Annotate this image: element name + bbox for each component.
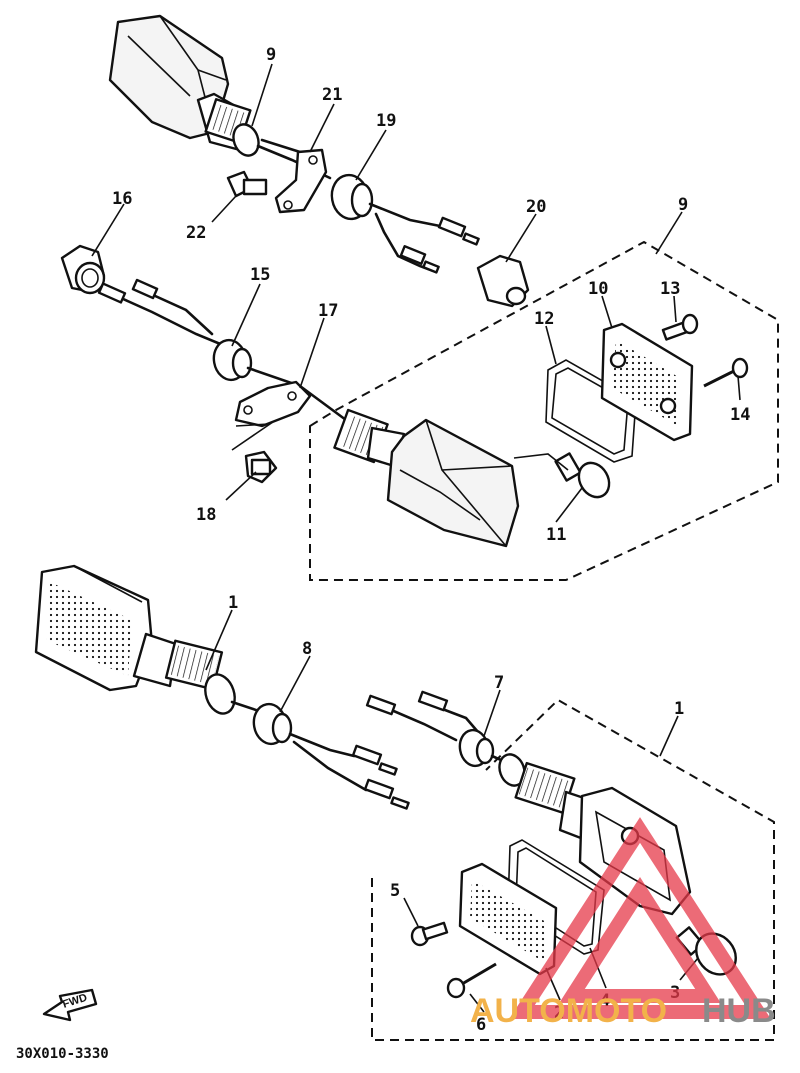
callout-numbers: 9 21 19 22 20 16 15 17 18 9 10 12 13 14 … bbox=[112, 45, 750, 1035]
lens-2 bbox=[458, 862, 558, 976]
callout-16: 16 bbox=[112, 189, 132, 209]
callout-9-upper: 9 bbox=[266, 45, 276, 65]
front-flasher-left-assembly bbox=[34, 564, 236, 715]
automotohub-watermark: AUTOMOTO HUB bbox=[470, 817, 776, 1030]
grommet-7 bbox=[458, 728, 495, 768]
bolt-22 bbox=[226, 170, 268, 198]
front-flasher-right-assembly bbox=[498, 753, 692, 916]
callout-8: 8 bbox=[302, 639, 312, 659]
diagram-code: 30X010-3330 bbox=[16, 1046, 109, 1062]
callout-1-left: 1 bbox=[228, 593, 238, 613]
callout-19: 19 bbox=[376, 111, 396, 131]
grommet-16 bbox=[60, 244, 106, 295]
callout-13: 13 bbox=[660, 279, 680, 299]
callout-5: 5 bbox=[390, 881, 400, 901]
leader-lines bbox=[91, 63, 741, 1013]
callout-20: 20 bbox=[526, 197, 546, 217]
callout-22: 22 bbox=[186, 223, 206, 243]
callout-6: 6 bbox=[476, 1015, 486, 1035]
callout-21: 21 bbox=[322, 85, 342, 105]
grommet-15 bbox=[212, 338, 253, 382]
callout-17: 17 bbox=[318, 301, 338, 321]
callout-7: 7 bbox=[494, 673, 504, 693]
rear-flasher-left-assembly bbox=[108, 14, 332, 180]
callout-1-right: 1 bbox=[674, 699, 684, 719]
flasher-stay-lower bbox=[231, 380, 312, 451]
grommet-20 bbox=[476, 254, 530, 308]
bulb-11 bbox=[554, 452, 611, 499]
grommet-8 bbox=[252, 702, 293, 746]
callout-12: 12 bbox=[534, 309, 554, 329]
fwd-arrow: FWD bbox=[42, 988, 98, 1022]
callout-15: 15 bbox=[250, 265, 270, 285]
rear-flasher-right-assembly bbox=[333, 408, 520, 548]
callout-18: 18 bbox=[196, 505, 216, 525]
callout-9-box: 9 bbox=[678, 195, 688, 215]
watermark-text-automoto: AUTOMOTO bbox=[470, 992, 667, 1030]
gasket-12 bbox=[545, 359, 637, 463]
grommet-19 bbox=[330, 173, 374, 221]
callout-10: 10 bbox=[588, 279, 608, 299]
screw-5 bbox=[410, 921, 449, 947]
callout-14: 14 bbox=[730, 405, 750, 425]
flasher-stay-upper bbox=[274, 148, 328, 214]
screw-14 bbox=[703, 357, 749, 388]
lens-10 bbox=[600, 322, 694, 442]
callout-11: 11 bbox=[546, 525, 566, 545]
watermark-text-hub: HUB bbox=[702, 992, 776, 1030]
screw-6 bbox=[446, 962, 497, 999]
screw-13 bbox=[661, 313, 699, 341]
